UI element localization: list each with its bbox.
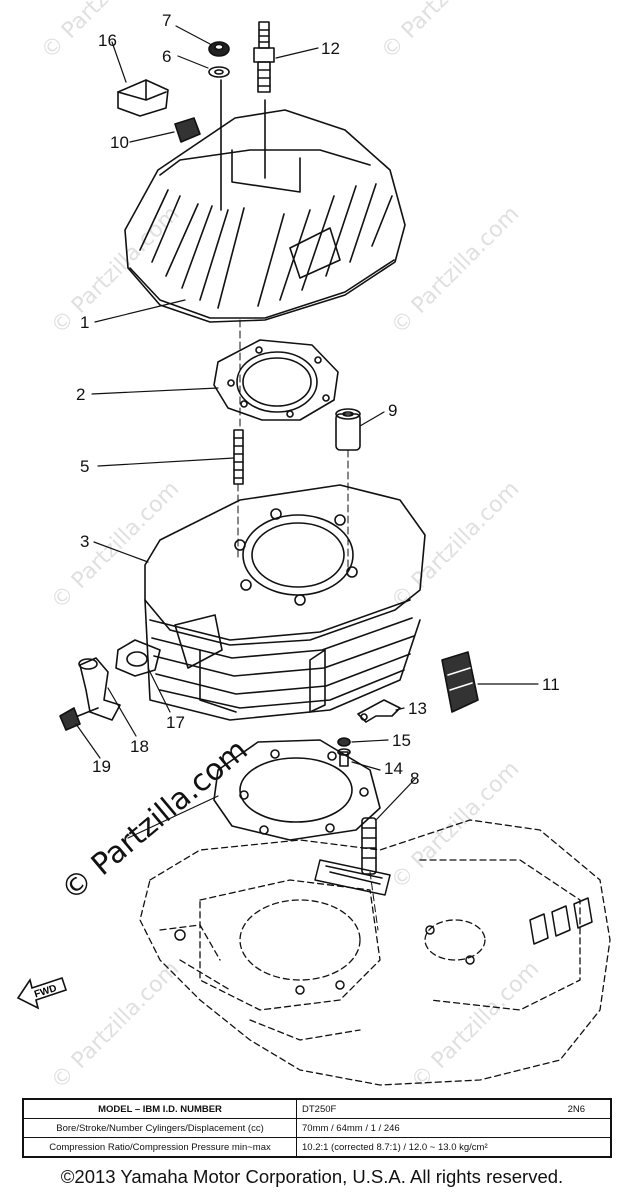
screw-part — [59, 707, 99, 731]
callout-17: 17 — [166, 713, 185, 732]
callout-8: 8 — [410, 769, 419, 788]
spark-stud-part — [253, 21, 275, 93]
callout-10: 10 — [110, 133, 129, 152]
bracket-part — [357, 699, 401, 723]
leader-lines — [75, 25, 539, 839]
copyright-text: ©2013 Yamaha Motor Corporation, U.S.A. A… — [60, 1166, 564, 1187]
cylinder-part — [144, 484, 426, 721]
joint-part — [78, 657, 121, 721]
watermark: © Partzilla.com — [47, 477, 185, 615]
watermark: © Partzilla.com — [387, 202, 525, 340]
damper-part — [174, 117, 201, 143]
watermark: © Partzilla.com — [47, 202, 185, 340]
cylinder-damper-part — [441, 651, 479, 713]
watermark-layer: © Partzilla.com © Partzilla.com © Partzi… — [37, 0, 545, 1090]
callout-1: 1 — [80, 313, 89, 332]
callout-3: 3 — [80, 532, 89, 551]
callout-7: 7 — [162, 11, 171, 30]
base-gasket-part — [213, 739, 381, 841]
callout-13: 13 — [408, 699, 427, 718]
callout-14: 14 — [384, 759, 403, 778]
dowel-stud-part — [361, 817, 377, 875]
crankcase-outline — [139, 819, 611, 1086]
stud-bolt-part — [233, 429, 244, 485]
spec-extra: 2N6 — [567, 1103, 585, 1115]
callout-9: 9 — [388, 401, 397, 420]
cylinder-head-part — [124, 79, 406, 323]
callout-15: 15 — [392, 731, 411, 750]
callout-5: 5 — [80, 457, 89, 476]
watermark: © Partzilla.com — [387, 477, 525, 615]
watermark-large: © Partzilla.com — [55, 733, 255, 909]
watermark: © Partzilla.com — [387, 757, 525, 895]
callout-6: 6 — [162, 47, 171, 66]
callout-11: 11 — [542, 675, 560, 694]
spec-value: 70mm / 64mm / 1 / 246 — [296, 1118, 612, 1138]
watermark: © Partzilla.com — [377, 0, 515, 64]
spec-label: Compression Ratio/Compression Pressure m… — [22, 1137, 297, 1158]
centerlines — [237, 99, 379, 931]
parts-diagram: © Partzilla.com © Partzilla.com © Partzi… — [16, 0, 611, 1090]
watermark: © Partzilla.com — [47, 957, 185, 1090]
table-row: Bore/Stroke/Number Cylingers/Displacemen… — [22, 1118, 612, 1138]
callout-2: 2 — [76, 385, 85, 404]
table-row: Compression Ratio/Compression Pressure m… — [22, 1137, 612, 1158]
head-gasket-part — [213, 339, 339, 421]
manifold-gasket-part — [115, 639, 161, 677]
callout-18: 18 — [130, 737, 149, 756]
nut-part — [208, 41, 230, 57]
washer-part — [208, 66, 230, 78]
rubber-cap-part — [117, 79, 169, 117]
spec-value: 10.2:1 (corrected 8.7:1) / 12.0 ~ 13.0 k… — [296, 1137, 612, 1158]
callout-12: 12 — [321, 39, 340, 58]
small-washer-part — [337, 737, 351, 747]
fwd-arrow-icon: FWD — [16, 976, 68, 1010]
callout-19: 19 — [92, 757, 111, 776]
spec-label: MODEL – IBM I.D. NUMBER — [22, 1098, 297, 1119]
watermark: © Partzilla.com — [407, 957, 545, 1090]
dowel-pin-part — [335, 408, 361, 451]
callout-labels: 7 6 12 16 10 1 2 9 5 3 11 17 13 18 15 19… — [76, 11, 560, 788]
spec-label: Bore/Stroke/Number Cylingers/Displacemen… — [22, 1118, 297, 1138]
crankcase-ports — [174, 859, 593, 995]
callout-16: 16 — [98, 31, 117, 50]
